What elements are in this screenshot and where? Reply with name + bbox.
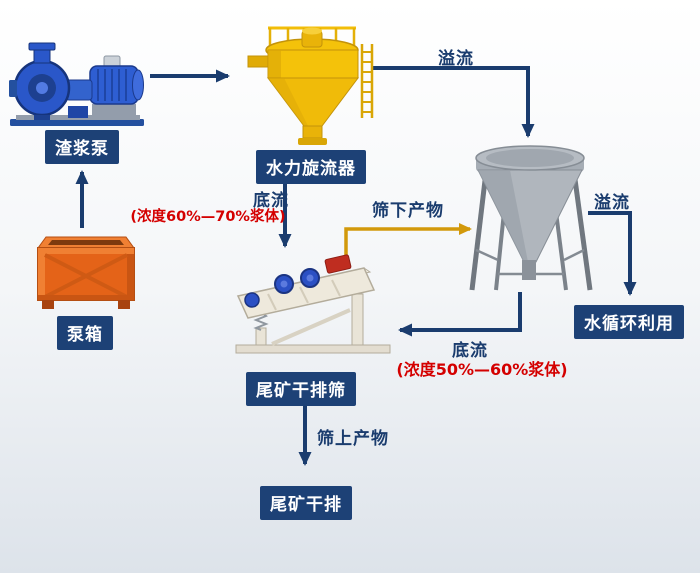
undersize-product-label: 筛下产物 — [372, 201, 444, 221]
cyclone-underflow-note: (浓度60%—70%浆体) — [130, 209, 286, 225]
hydrocyclone-label: 水力旋流器 — [256, 150, 366, 184]
dewatering-screen-label: 尾矿干排筛 — [246, 372, 356, 406]
cone-underflow-note: (浓度50%—60%浆体) — [396, 360, 568, 379]
cone-overflow-label: 溢流 — [594, 193, 630, 213]
pump-box-image — [30, 232, 142, 312]
cone-underflow-label: 底流 — [452, 341, 488, 361]
pump-box-label: 泵箱 — [57, 316, 113, 350]
hydrocyclone-image — [242, 18, 382, 150]
cone-thickener-image — [468, 142, 600, 294]
tailings-dry-discharge-label: 尾矿干排 — [260, 486, 352, 520]
dewatering-screen-image — [232, 248, 396, 366]
cyclone-overflow-label: 溢流 — [438, 49, 474, 69]
arrow-undersize-to-cone — [344, 223, 472, 262]
water-recycling-label: 水循环利用 — [574, 305, 684, 339]
arrow-cone-underflow-to-screen — [398, 292, 522, 337]
arrow-cone-overflow-to-recycle — [588, 211, 637, 296]
cyclone-underflow-label: 底流 — [253, 191, 289, 211]
arrow-cyclone-overflow-to-cone — [372, 66, 535, 138]
slurry-pump-image — [8, 36, 148, 128]
oversize-product-label: 筛上产物 — [317, 429, 389, 449]
slurry-pump-label: 渣浆泵 — [45, 130, 119, 164]
